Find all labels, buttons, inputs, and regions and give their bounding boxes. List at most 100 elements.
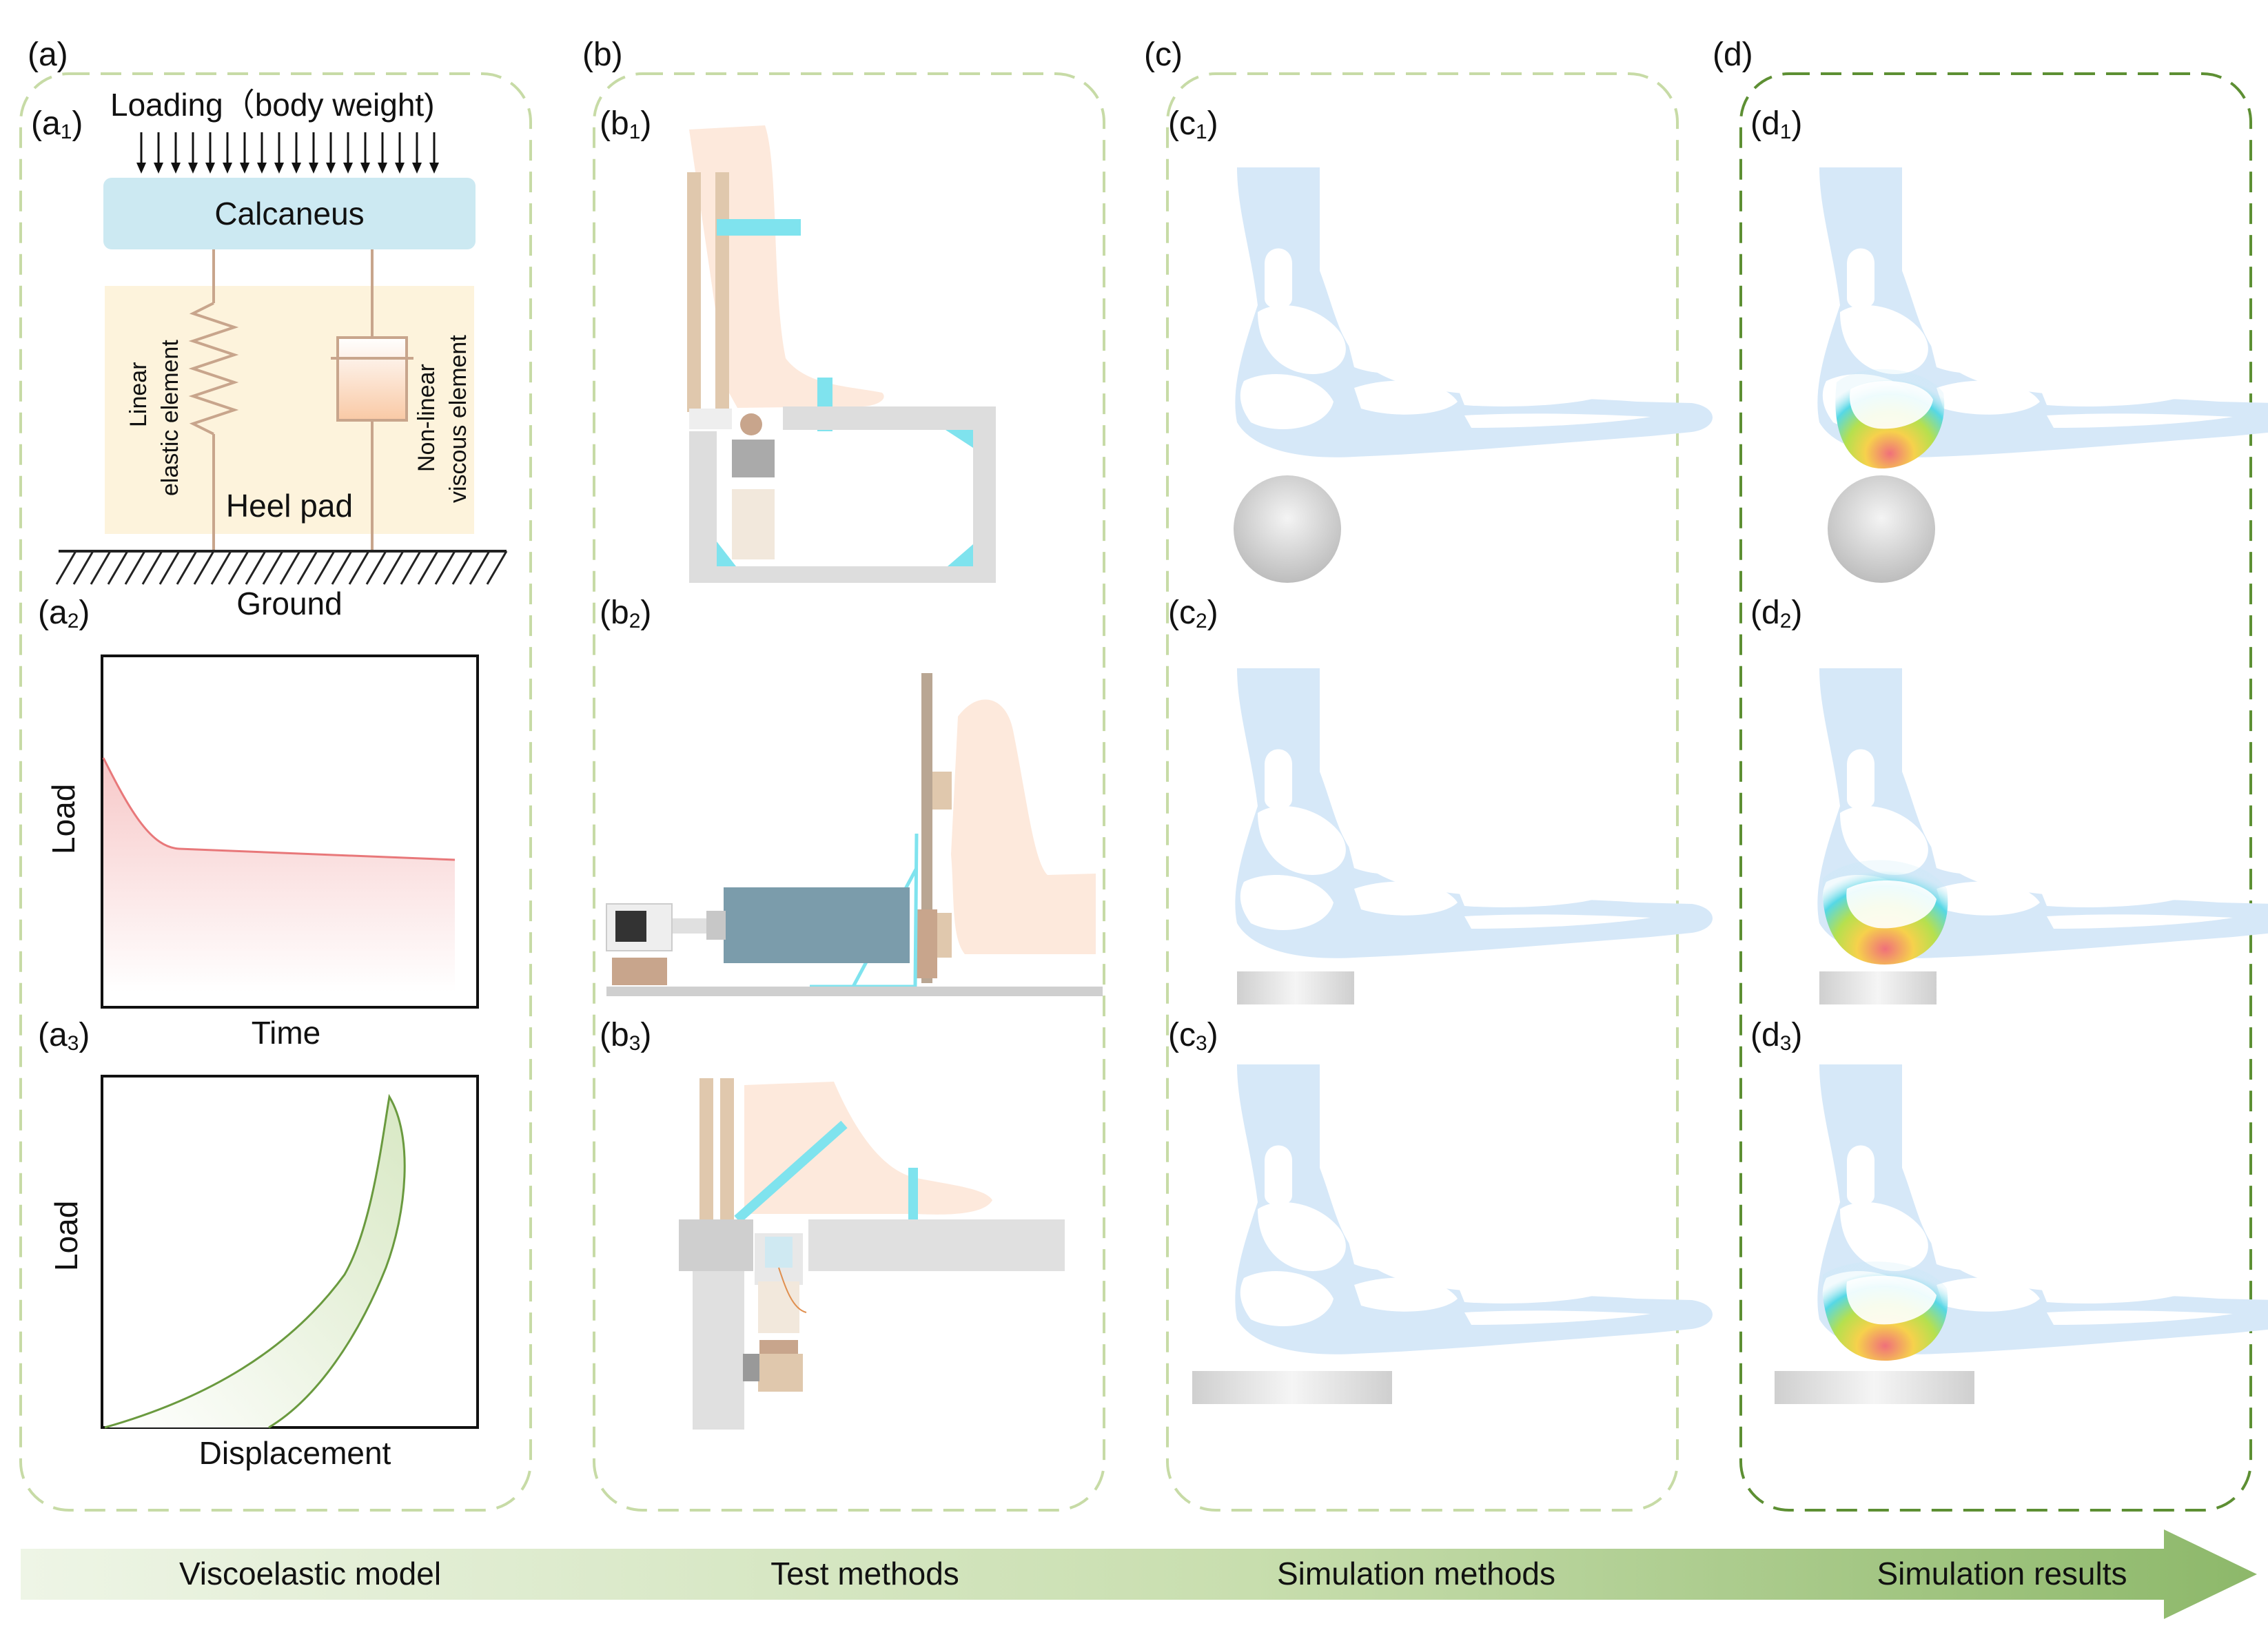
relaxation-xlabel: Time — [252, 1015, 321, 1051]
panel-d-frame — [1739, 72, 2252, 1512]
down-arrow-icon — [360, 132, 370, 174]
relaxation-fill — [103, 758, 455, 992]
b3-frame-post — [720, 1078, 734, 1223]
d1-sphere-indenter — [1828, 475, 1935, 583]
timeline-stage-3: Simulation methods — [1277, 1556, 1555, 1591]
b1-indenter-tip — [740, 413, 762, 435]
ground-hatch-line — [486, 550, 508, 585]
down-arrow-icon — [395, 132, 405, 174]
hysteresis-ylabel: Load — [48, 1201, 84, 1271]
b2-backplate — [921, 673, 932, 983]
ground-hatch-line — [124, 550, 146, 585]
panel-a-frame — [19, 72, 532, 1512]
hysteresis-loop — [104, 1093, 406, 1429]
subpanel-c2-label: (c2) — [1168, 595, 1218, 632]
subpanel-a1-label: (a1) — [31, 105, 83, 143]
relaxation-ylabel: Load — [45, 784, 81, 854]
timeline-stage-2: Test methods — [770, 1556, 959, 1591]
linear-elastic-spring — [188, 302, 239, 435]
subpanel-b1: (b1) — [600, 105, 996, 583]
ground-hatch-line — [417, 550, 439, 585]
c1-foot-model — [1235, 167, 1713, 457]
b3-strap — [734, 1120, 848, 1224]
d2-plate-indenter — [1819, 971, 1937, 1004]
timeline-stage-4: Simulation results — [1877, 1556, 2127, 1591]
b1-actuator — [732, 489, 775, 559]
ground-hatching — [55, 550, 508, 585]
panel-c-label: (c) — [1144, 37, 1183, 73]
ground-hatch-line — [107, 550, 129, 585]
subpanel-a3-label: (a3) — [38, 1017, 90, 1055]
ground-hatch-line — [469, 550, 491, 585]
down-arrow-icon — [326, 132, 336, 174]
subpanel-d2-label: (d2) — [1750, 595, 1802, 632]
ground-hatch-line — [451, 550, 473, 585]
ground-hatch-line — [314, 550, 336, 585]
b3-platform — [808, 1219, 1065, 1271]
heel-pad-region — [105, 286, 474, 534]
b1-leg — [689, 125, 884, 408]
non-linear-viscous-dashpot — [336, 336, 408, 422]
ground-label: Ground — [236, 586, 342, 621]
ground-hatch-line — [90, 550, 112, 585]
subpanel-c1-label: (c1) — [1168, 105, 1218, 143]
subpanel-d3-label: (d3) — [1750, 1017, 1802, 1055]
down-arrow-icon — [188, 132, 198, 174]
subpanel-b2-label: (b2) — [600, 595, 651, 632]
b1-load-cell — [732, 440, 775, 477]
ground-hatch-line — [296, 550, 318, 585]
subpanel-b3-label: (b3) — [600, 1017, 651, 1055]
panel-c-frame — [1166, 72, 1679, 1512]
b1-frame — [973, 406, 996, 583]
panel-b-label: (b) — [582, 37, 623, 73]
down-arrow-icon — [274, 132, 284, 174]
relaxation-curve — [102, 757, 456, 861]
ground-hatch-line — [348, 550, 370, 585]
elastic-label-line2: elastic element — [157, 340, 183, 496]
subpanel-a2: (a2) Load Time — [38, 595, 479, 1051]
relaxation-axes — [101, 654, 479, 1009]
subpanel-b3: (b3) — [600, 1017, 1065, 1430]
down-arrow-icon — [378, 132, 387, 174]
subpanel-c3-label: (c3) — [1168, 1017, 1218, 1055]
down-arrow-icon — [257, 132, 267, 174]
ground-hatch-line — [262, 550, 284, 585]
panel-a-label: (a) — [28, 37, 68, 73]
timeline-stage-1: Viscoelastic model — [179, 1556, 441, 1591]
ground-hatch-line — [176, 550, 198, 585]
b1-strap-cyan — [717, 219, 801, 236]
ground-hatch-line — [193, 550, 215, 585]
c2-foot-model — [1235, 668, 1713, 958]
down-arrow-icon — [292, 132, 301, 174]
hysteresis-fill — [105, 1097, 405, 1427]
b2-actuator — [724, 887, 910, 963]
b2-foot — [951, 699, 1096, 954]
ground-hatch-line — [227, 550, 249, 585]
down-arrow-icon — [429, 132, 439, 174]
c3-plate-indenter — [1192, 1371, 1392, 1404]
c3-foot-model — [1235, 1064, 1713, 1354]
c1-sphere-indenter — [1234, 475, 1341, 583]
down-arrow-icon — [309, 132, 318, 174]
d3-plate-indenter — [1775, 1371, 1974, 1404]
workflow-arrow — [21, 1529, 2257, 1619]
subpanel-a2-label: (a2) — [38, 595, 90, 632]
b3-block — [679, 1219, 753, 1271]
heel-pad-label: Heel pad — [226, 488, 353, 524]
ground-hatch-line — [279, 550, 301, 585]
subpanel-b1-label: (b1) — [600, 105, 651, 143]
c2-plate-indenter — [1237, 971, 1354, 1004]
down-arrow-icon — [205, 132, 215, 174]
ground-hatch-line — [331, 550, 353, 585]
calcaneus-box — [103, 178, 476, 249]
subpanel-b2: (b2) — [600, 595, 1103, 996]
ground-hatch-line — [400, 550, 422, 585]
loading-title: Loading（body weight) — [110, 87, 435, 123]
down-arrow-icon — [240, 132, 249, 174]
panel-b-frame — [593, 72, 1105, 1512]
ground-hatch-line — [434, 550, 456, 585]
viscous-label-line2: viscous element — [445, 335, 471, 503]
ground-hatch-line — [245, 550, 267, 585]
